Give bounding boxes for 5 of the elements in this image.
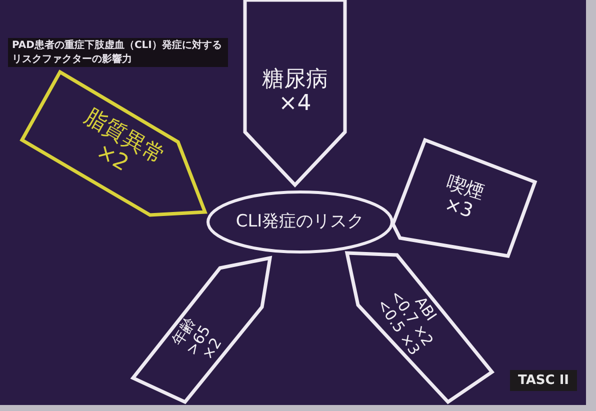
node-label: 糖尿病 bbox=[262, 68, 328, 92]
multiplier-text: ×4 bbox=[278, 92, 312, 116]
title: PAD患者の重症下肢虚血（CLI）発症に対するリスクファクターの影響力 bbox=[8, 38, 228, 67]
node-label: CLI発症のリスク bbox=[236, 212, 364, 232]
source-label: TASC II bbox=[510, 370, 578, 391]
